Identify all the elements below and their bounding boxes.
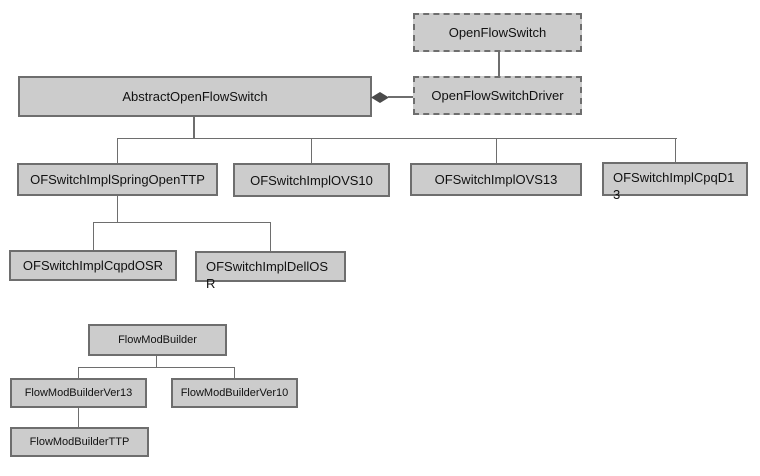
class-box-flowmodbuilder: FlowModBuilder [88, 324, 227, 356]
aggregation-diamond-icon [371, 92, 389, 103]
edge-abstract-to-driver [388, 96, 413, 98]
class-box-ofswitchimplspringopenttp: OFSwitchImplSpringOpenTTP [17, 163, 218, 196]
edge-drop-springopenttp [117, 138, 118, 163]
edge-springopenttp-stem [117, 196, 118, 223]
edge-abstract-stem [193, 117, 195, 139]
edge-drop-cqpdosr [93, 222, 94, 250]
edge-drop-ovs13 [496, 138, 497, 163]
class-box-ofswitchimplovs13: OFSwitchImplOVS13 [410, 163, 582, 196]
edge-springopenttp-children-bus [93, 222, 271, 223]
class-box-ofswitchimplcqpdosr: OFSwitchImplCqpdOSR [9, 250, 177, 281]
edge-openflowswitch-to-driver [498, 52, 500, 76]
edge-drop-ver13 [78, 367, 79, 378]
class-box-flowmodbuilderver10: FlowModBuilderVer10 [171, 378, 298, 408]
class-box-ofswitchimplovs10: OFSwitchImplOVS10 [233, 163, 390, 197]
edge-drop-cpqd13 [675, 138, 676, 162]
class-box-abstractopenflowswitch: AbstractOpenFlowSwitch [18, 76, 372, 117]
class-box-openflowswitchdriver: OpenFlowSwitchDriver [413, 76, 582, 115]
class-box-flowmodbuilderttp: FlowModBuilderTTP [10, 427, 149, 457]
edge-abstract-children-bus [117, 138, 677, 139]
class-box-ofswitchimplcpqd13: OFSwitchImplCpqD1 3 [602, 162, 748, 202]
edge-drop-dellosr [270, 222, 271, 251]
edge-flowmodbuilder-children-bus [78, 367, 235, 368]
edge-drop-ver10 [234, 367, 235, 378]
edge-drop-ovs10 [311, 138, 312, 163]
class-box-openflowswitch: OpenFlowSwitch [413, 13, 582, 52]
edge-flowmodbuilder-stem [156, 356, 157, 368]
edge-ver13-to-ttp [78, 408, 79, 427]
class-box-flowmodbuilderver13: FlowModBuilderVer13 [10, 378, 147, 408]
class-box-ofswitchimpldellosr: OFSwitchImplDellOS R [195, 251, 346, 291]
